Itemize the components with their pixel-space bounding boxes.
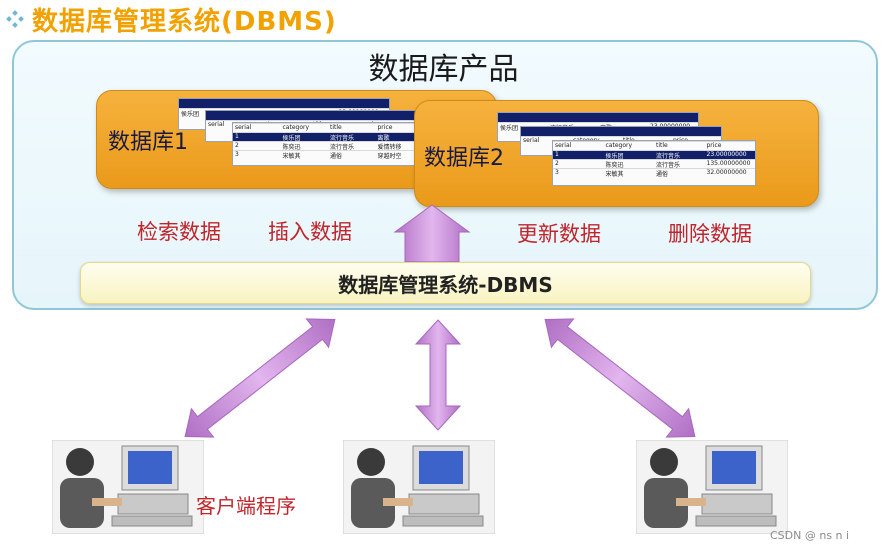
page-title: 数据库管理系统(DBMS): [32, 6, 337, 37]
product-title: 数据库产品: [368, 52, 519, 87]
double-arrow-icon: [544, 318, 696, 438]
retrieve-data-label: 检索数据: [137, 220, 221, 244]
diamond-bullet-icon: [6, 10, 24, 28]
double-arrow-icon: [184, 318, 336, 438]
database-2-label: 数据库2: [424, 146, 504, 171]
database-1-label: 数据库1: [108, 130, 188, 155]
update-data-label: 更新数据: [517, 222, 601, 246]
client-computer-icon: [635, 439, 789, 535]
client-program-label: 客户端程序: [196, 494, 296, 518]
insert-data-label: 插入数据: [268, 220, 352, 244]
double-arrow-icon: [414, 319, 462, 431]
dbms-bar: 数据库管理系统-DBMS: [80, 262, 811, 304]
delete-data-label: 删除数据: [668, 222, 752, 246]
up-arrow-icon: [393, 204, 471, 263]
watermark: CSDN @ ns n i: [770, 529, 850, 542]
header: 数据库管理系统(DBMS): [6, 2, 337, 37]
dbms-label: 数据库管理系统-DBMS: [338, 272, 553, 297]
client-computer-icon: [342, 439, 496, 535]
client-computer-icon: [51, 439, 205, 535]
